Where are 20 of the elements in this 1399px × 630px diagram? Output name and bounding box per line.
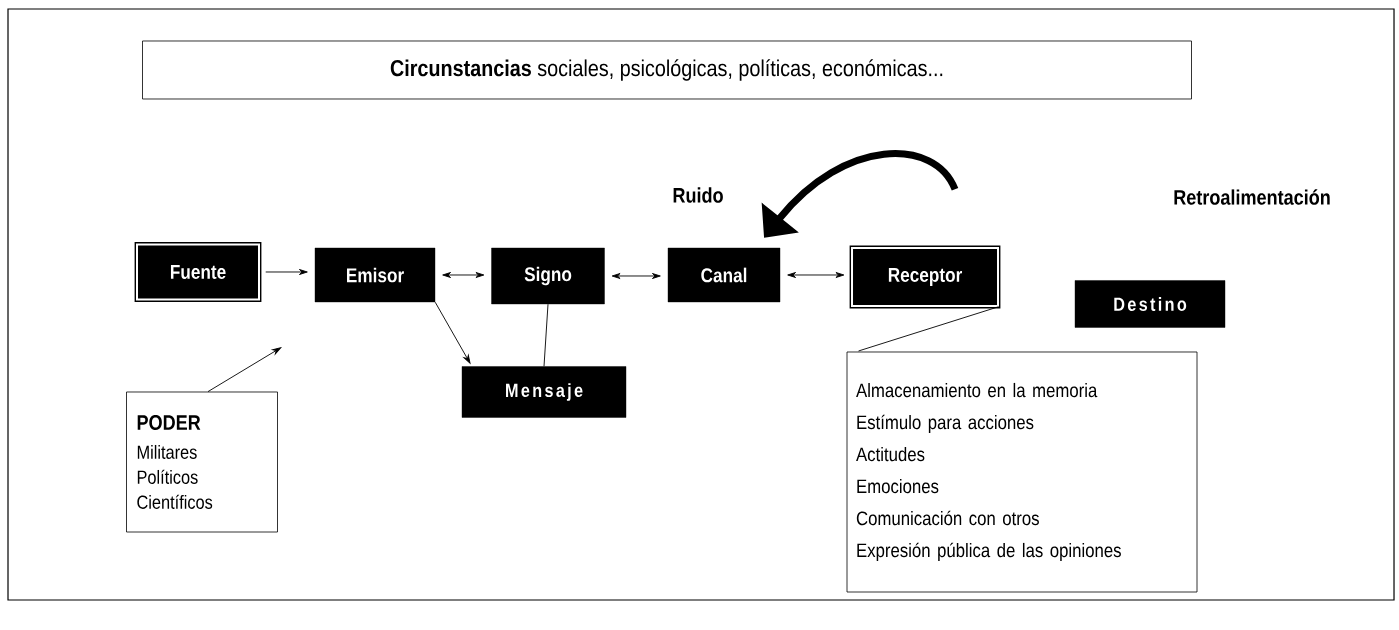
process-box: Destino: [1074, 280, 1226, 328]
connector-line: [858, 306, 1000, 352]
connector-line: [543, 303, 549, 367]
process-box: Emisor: [314, 247, 436, 303]
heading-box: Circunstancias sociales, psicológicas, políticas, económicas...: [142, 40, 1192, 100]
arrow: [787, 272, 845, 278]
process-box: Fuente: [134, 242, 262, 302]
process-box: Canal: [667, 247, 781, 303]
process-box: Mensaje: [461, 366, 627, 418]
arrow: [207, 347, 282, 393]
arrow: [442, 272, 485, 278]
arrow: [611, 273, 661, 279]
arrow: [265, 269, 308, 275]
arrow: [434, 301, 471, 364]
heading-label: Retroalimentación: [1174, 189, 1330, 205]
process-box: Signo: [491, 247, 605, 305]
heading-label: Ruido: [673, 187, 723, 203]
process-box: Receptor: [849, 245, 1001, 309]
list-box: Almacenamiento en la memoria Estímulo para acciones Actitudes Emociones Comunicación con otros Expresión pública de las opiniones: [846, 351, 1198, 593]
list-box: PODER Militares Políticos Científicos: [126, 391, 278, 533]
